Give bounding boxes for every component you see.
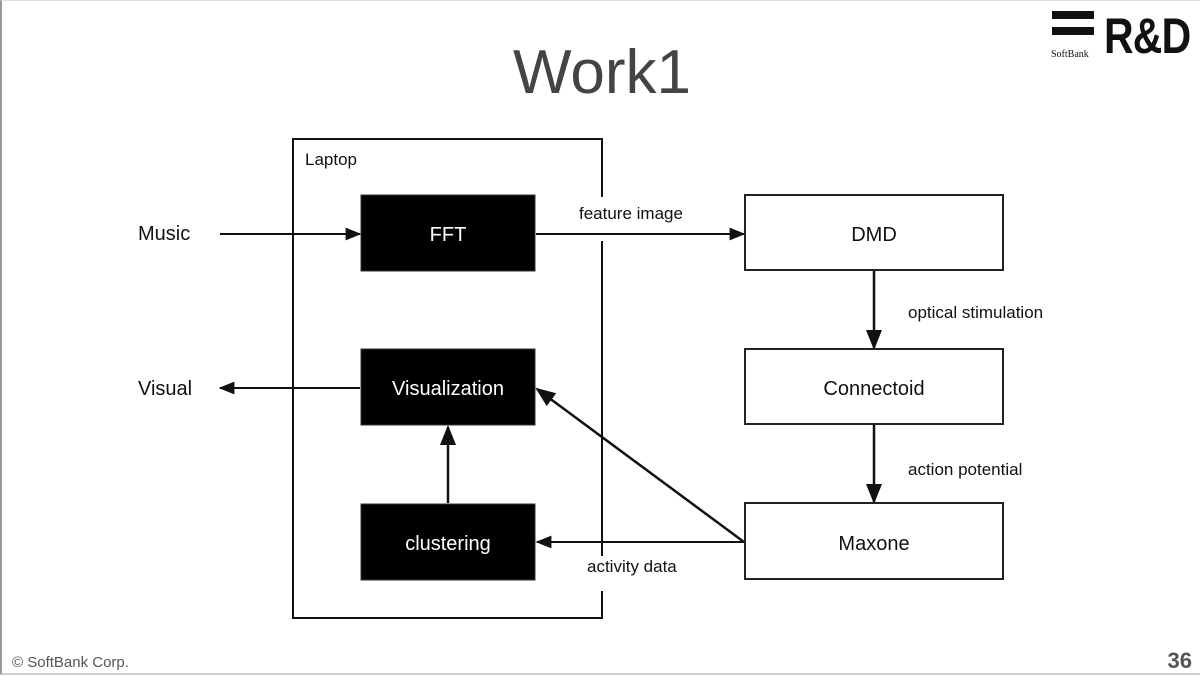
activity-data-label: activity data: [587, 557, 677, 576]
page-number: 36: [1167, 648, 1192, 673]
copyright-footer: © SoftBank Corp.: [12, 654, 129, 671]
optical-stimulation-label: optical stimulation: [908, 303, 1043, 322]
visual-label: Visual: [138, 378, 192, 400]
visualization-label: Visualization: [392, 378, 504, 400]
feature-image-label: feature image: [579, 204, 683, 223]
action-potential-label: action potential: [908, 460, 1022, 479]
logo-bar-bottom: [1052, 27, 1094, 35]
logo-division: R&D: [1104, 8, 1191, 64]
logo-brand: SoftBank: [1051, 49, 1089, 60]
slide-title: Work1: [512, 38, 691, 107]
logo-bar-top: [1052, 11, 1094, 19]
clustering-label: clustering: [405, 533, 491, 555]
fft-node: FFT: [360, 194, 536, 272]
laptop-label: Laptop: [305, 150, 357, 169]
softbank-rd-logo: SoftBank R&D: [1050, 8, 1200, 64]
connectoid-node: Connectoid: [744, 348, 1004, 425]
maxone-label: Maxone: [838, 533, 909, 555]
laptop-container: Laptop: [292, 138, 603, 619]
connectoid-label: Connectoid: [823, 378, 924, 400]
dmd-label: DMD: [851, 224, 897, 246]
visualization-node: Visualization: [360, 348, 536, 426]
maxone-to-visualization-arrow: [535, 387, 745, 544]
dmd-node: DMD: [744, 194, 1004, 271]
music-label: Music: [138, 223, 190, 245]
clustering-node: clustering: [360, 503, 536, 581]
fft-label: FFT: [430, 224, 467, 246]
maxone-node: Maxone: [744, 502, 1004, 580]
